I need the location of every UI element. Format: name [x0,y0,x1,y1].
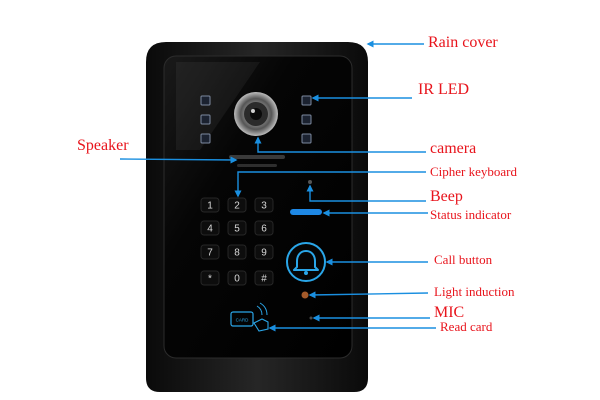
keypad-key[interactable]: 2 [227,197,247,213]
label-mic: MIC [434,304,465,321]
ir-led [200,114,211,125]
keypad-key[interactable]: 7 [200,244,220,260]
keypad-key[interactable]: 6 [254,220,274,236]
keypad-key-label: 2 [234,201,240,212]
speaker-grille [237,164,277,167]
beep-hole [308,180,312,184]
keypad-key-face [200,270,220,286]
arrow-speaker [119,156,238,164]
keypad-key-face [200,244,220,260]
keypad-key-face [254,220,274,236]
keypad-key-face [200,220,220,236]
keypad-key[interactable]: 0 [227,270,247,286]
card-reader-text: CARD [236,318,250,323]
ir-led-group [200,95,312,144]
keypad-key-label: 3 [261,201,267,212]
arrow-light-induction [308,291,429,299]
keypad-key-label: # [261,274,267,285]
arrow-beep [306,184,426,202]
keypad-key-face [254,270,274,286]
label-cipher-keyboard: Cipher keyboard [430,164,518,179]
label-light-induction: Light induction [434,284,515,299]
keypad-key[interactable]: 9 [254,244,274,260]
keypad-key[interactable]: # [254,270,274,286]
keypad-key-face [227,244,247,260]
keypad-key-face [227,220,247,236]
label-ir-led: IR LED [418,81,470,98]
label-rain-cover: Rain cover [428,34,498,51]
arrow-camera [254,136,426,153]
status-indicator-light [290,209,322,215]
speaker-grille [229,155,285,159]
keypad-key-label: 9 [261,248,267,259]
light-induction-sensor [301,291,309,299]
camera-lens-icon [234,92,278,136]
keypad-key[interactable]: 3 [254,197,274,213]
keypad-key[interactable]: 1 [200,197,220,213]
keypad-key-face [254,244,274,260]
ir-led [200,95,211,106]
arrow-cipher-keyboard [234,171,426,198]
card-reader-icon: CARD [230,302,269,332]
ir-led [200,133,211,144]
ir-led [301,114,312,125]
keypad-key-face [200,197,220,213]
label-camera: camera [430,140,477,157]
label-beep: Beep [430,188,463,205]
cipher-keypad: 1 2 3 4 5 6 7 8 9 * 0 # [200,197,274,286]
keypad-key-face [227,197,247,213]
label-speaker: Speaker [77,137,129,154]
keypad-key[interactable]: 5 [227,220,247,236]
keypad-key-label: 1 [207,201,213,212]
keypad-key-label: 6 [261,224,267,235]
keypad-key[interactable]: * [200,270,220,286]
call-button[interactable] [286,242,326,282]
keypad-key[interactable]: 8 [227,244,247,260]
keypad-key[interactable]: 4 [200,220,220,236]
keypad-key-face [254,197,274,213]
panel-glare [176,62,260,150]
ir-led [301,133,312,144]
keypad-key-face [227,270,247,286]
label-read-card: Read card [440,319,493,334]
bell-icon [293,250,319,275]
keypad-key-label: * [208,274,212,285]
callout-arrows [119,40,436,332]
label-call-button: Call button [434,252,493,267]
label-status-indicator: Status indicator [430,207,512,222]
keypad-key-label: 7 [207,248,213,259]
mic-hole [309,316,313,320]
keypad-key-label: 8 [234,248,240,259]
ir-led [301,95,312,106]
keypad-key-label: 4 [207,224,213,235]
keypad-key-label: 5 [234,224,240,235]
keypad-key-label: 0 [234,274,240,285]
